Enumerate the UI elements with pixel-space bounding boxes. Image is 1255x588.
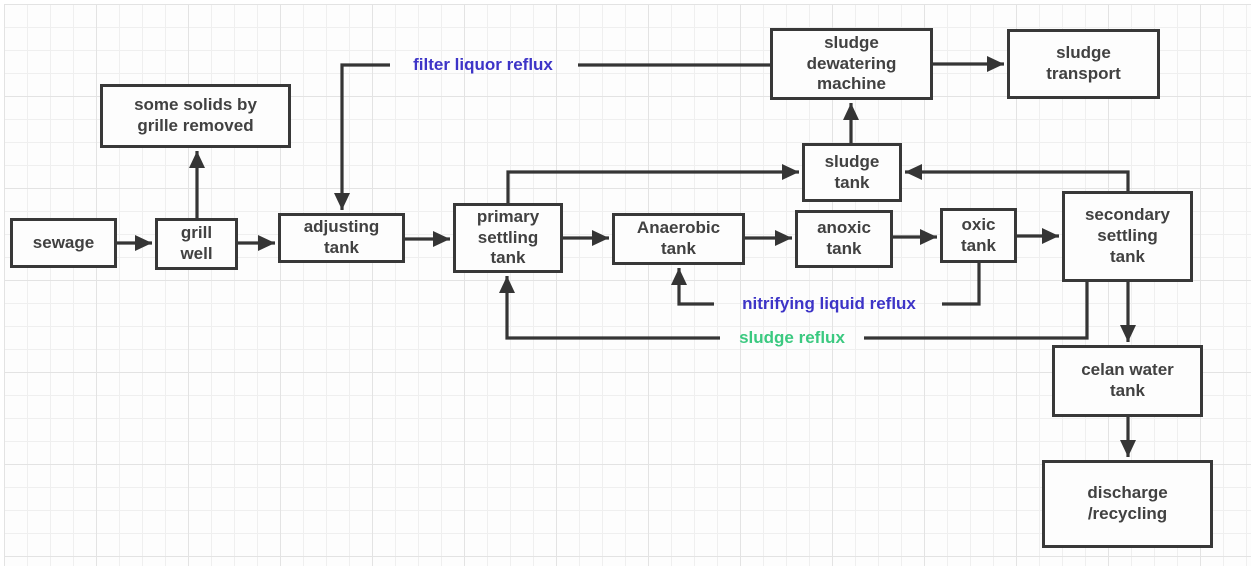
- edge-nitrifying-right: [942, 263, 981, 306]
- label-nitrifying-liquid-reflux: nitrifying liquid reflux: [742, 294, 916, 313]
- edge-sludge-reflux-right: [864, 282, 1089, 340]
- node-primary-settling-tank: primary settling tank: [453, 203, 563, 273]
- node-solids-removed: some solids by grille removed: [100, 84, 291, 148]
- node-clean-water-tank: celan water tank: [1052, 345, 1203, 417]
- node-secondary-settling-tank: secondary settling tank: [1062, 191, 1193, 282]
- node-adjusting-tank: adjusting tank: [278, 213, 405, 263]
- edge-secondary-sludgetank: [905, 164, 1130, 191]
- node-sludge-tank: sludge tank: [802, 143, 902, 202]
- edge-nitrifying-left: [671, 268, 714, 306]
- node-discharge-recycling: discharge /recycling: [1042, 460, 1213, 548]
- edge-sludge-reflux-left: [499, 276, 720, 340]
- node-grill-well: grill well: [155, 218, 238, 270]
- label-filter-liquor-reflux: filter liquor reflux: [413, 55, 553, 74]
- label-sludge-reflux: sludge reflux: [739, 328, 845, 347]
- node-oxic-tank: oxic tank: [940, 208, 1017, 263]
- edge-filter-liquor-left: [334, 63, 390, 210]
- node-anaerobic-tank: Anaerobic tank: [612, 213, 745, 265]
- edge-primary-sludgetank: [506, 164, 799, 203]
- node-sewage: sewage: [10, 218, 117, 268]
- node-sludge-transport: sludge transport: [1007, 29, 1160, 99]
- node-sludge-dewatering-machine: sludge dewatering machine: [770, 28, 933, 100]
- node-anoxic-tank: anoxic tank: [795, 210, 893, 268]
